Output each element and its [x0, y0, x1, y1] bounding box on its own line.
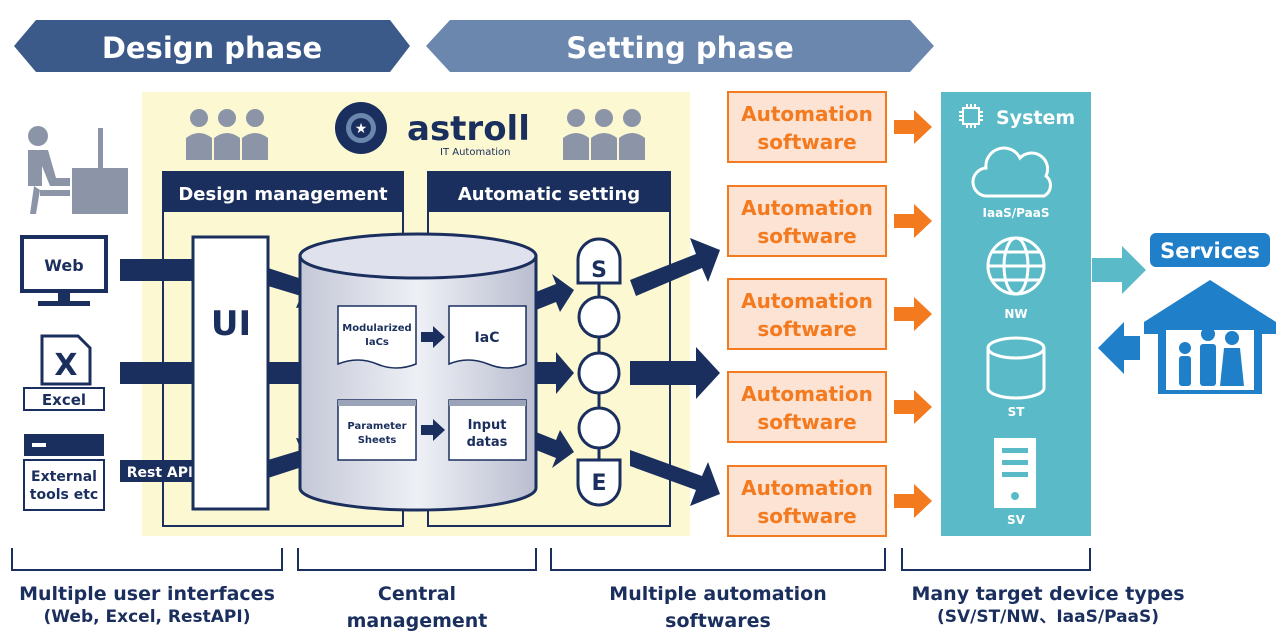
automation-software-1: Automation software	[727, 91, 887, 163]
setting-phase-label: Setting phase	[566, 31, 794, 65]
operators-group-icon-2	[563, 109, 645, 160]
design-management-header	[163, 172, 403, 212]
automation-label-4b: software	[757, 410, 856, 434]
automation-software-5: Automation software	[727, 465, 887, 537]
caption-interfaces-2: (Web, Excel, RestAPI)	[44, 607, 251, 627]
automation-label-5b: software	[757, 504, 856, 528]
external-tools-label-1: External	[31, 469, 97, 485]
cloud-icon	[971, 146, 1052, 198]
caption-automation-2: softwares	[665, 610, 771, 632]
sv-label: SV	[1007, 513, 1026, 527]
modularized-to-iac-arrow	[421, 326, 445, 348]
svg-text:X: X	[54, 348, 77, 383]
start-label: S	[591, 258, 607, 283]
modularized-iacs-doc: Modularized IaCs	[337, 305, 417, 369]
end-node	[576, 458, 622, 507]
caption-central-2: management	[347, 610, 488, 632]
step-node-1	[577, 295, 621, 339]
globe-network-icon	[986, 236, 1046, 296]
input-datas-label-1: Input	[468, 418, 507, 433]
automation-label-1a: Automation	[741, 102, 873, 126]
storage-icon	[986, 336, 1046, 400]
ui-label: UI	[211, 304, 251, 344]
sequence-to-automation-arrows	[630, 238, 720, 506]
external-tools-label-2: tools etc	[30, 487, 98, 503]
caption-devices-2: (SV/ST/NW、IaaS/PaaS)	[937, 607, 1159, 627]
design-phase-banner: Design phase	[14, 20, 410, 72]
nw-label: NW	[1004, 307, 1027, 321]
automatic-setting-header	[428, 172, 670, 212]
automation-label-2a: Automation	[741, 196, 873, 220]
step-node-3	[577, 406, 621, 450]
excel-icon: X Excel	[23, 334, 105, 411]
caption-devices-1: Many target device types	[911, 583, 1184, 605]
automatic-setting-title: Automatic setting	[458, 184, 640, 205]
automation-label-3b: software	[757, 317, 856, 341]
parameter-sheets-doc: Parameter Sheets	[337, 399, 417, 461]
execution-sequence: S E	[576, 237, 622, 507]
automation-software-3: Automation software	[727, 278, 887, 350]
ui-box	[191, 235, 270, 511]
bottom-brackets	[11, 548, 1091, 571]
parameter-label-1: Parameter	[347, 421, 406, 432]
design-phase-label: Design phase	[102, 31, 322, 65]
web-monitor-icon: Web	[20, 235, 108, 306]
rest-api-label: Rest API	[127, 465, 193, 481]
input-datas-label-2: datas	[467, 435, 508, 450]
caption-interfaces-1: Multiple user interfaces	[19, 583, 275, 605]
st-label: ST	[1008, 405, 1026, 419]
input-datas-doc: Input datas	[448, 399, 527, 461]
server-icon	[994, 438, 1036, 508]
db-to-sequence-arrows	[536, 274, 574, 468]
modularized-label-2: IaCs	[365, 337, 389, 348]
automation-label-2b: software	[757, 224, 856, 248]
logo-name: astroll	[407, 109, 530, 149]
parameter-to-input-arrow	[421, 419, 445, 441]
external-tools-icon: External tools etc	[23, 434, 105, 511]
iac-label: IaC	[475, 330, 500, 346]
automation-software-2: Automation software	[727, 185, 887, 257]
house-family-icon	[1144, 280, 1276, 394]
step-node-2	[577, 351, 621, 395]
logo-tagline: IT Automation	[440, 147, 510, 158]
system-title: System	[996, 107, 1075, 129]
central-database	[298, 232, 538, 512]
services-badge	[1150, 233, 1270, 267]
chip-icon	[959, 104, 983, 128]
parameter-label-2: Sheets	[358, 435, 397, 446]
automation-label-3a: Automation	[741, 289, 873, 313]
iaas-label: IaaS/PaaS	[983, 206, 1050, 220]
services-to-system-arrow	[1098, 322, 1140, 374]
astroll-logo: ★ astroll IT Automation	[335, 102, 530, 158]
automation-to-system-arrows	[894, 110, 932, 518]
caption-automation-1: Multiple automation	[609, 583, 826, 605]
automation-software-4: Automation software	[727, 371, 887, 443]
end-label: E	[591, 471, 606, 496]
start-node	[576, 237, 622, 285]
system-to-services-arrow	[1092, 246, 1146, 294]
setting-phase-banner: Setting phase	[426, 20, 934, 72]
iac-doc: IaC	[448, 305, 527, 369]
modularized-label-1: Modularized	[342, 323, 411, 334]
logo-star-icon: ★	[355, 121, 368, 137]
automation-label-4a: Automation	[741, 382, 873, 406]
automation-label-5a: Automation	[741, 476, 873, 500]
design-management-title: Design management	[178, 184, 388, 205]
excel-label: Excel	[42, 391, 86, 409]
automation-label-1b: software	[757, 130, 856, 154]
services-label: Services	[1160, 239, 1260, 263]
caption-central-1: Central	[378, 583, 456, 605]
web-label: Web	[44, 256, 83, 275]
operators-group-icon	[186, 109, 268, 160]
user-at-desk-icon	[28, 126, 128, 214]
